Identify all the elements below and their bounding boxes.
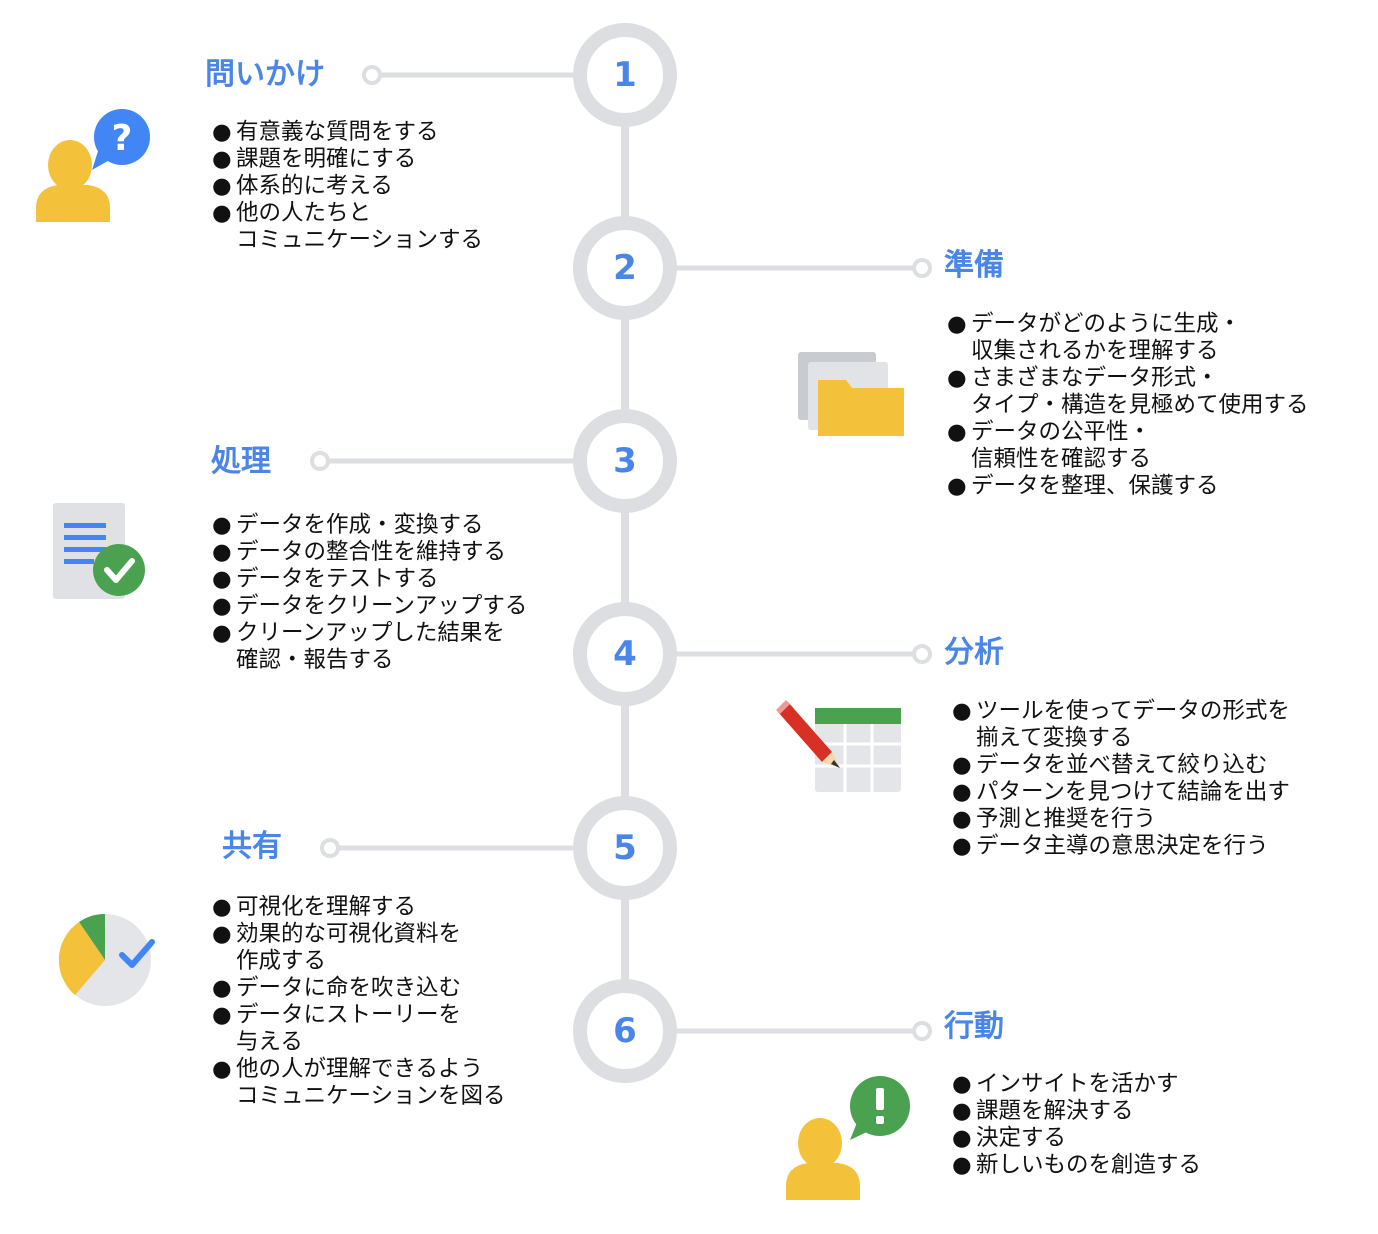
step-number-2: 2: [613, 248, 637, 288]
list-item-continuation: 確認・報告する: [236, 647, 394, 673]
list-item-continuation: コミュニケーションを図る: [236, 1083, 506, 1109]
list-item-text: 他の人が理解できるよう: [236, 1056, 484, 1082]
list-item-continuation: 収集されるかを理解する: [971, 338, 1219, 364]
step-title-3: 処理: [211, 444, 271, 479]
list-item-continuation: タイプ・構造を見極めて使用する: [971, 392, 1309, 418]
list-item: 体系的に考える: [212, 173, 483, 200]
connector-dot-5: [320, 838, 340, 858]
step-title-1: 問いかけ: [205, 57, 325, 92]
list-item: 決定する: [952, 1125, 1201, 1152]
step-items-2: データがどのように生成・収集されるかを理解する さまざまなデータ形式・タイプ・構…: [947, 311, 1309, 500]
list-item-text: データがどのように生成・: [971, 311, 1242, 337]
list-item: データを整理、保護する: [947, 473, 1309, 500]
step-ring-6: [573, 979, 677, 1083]
step-title-6: 行動: [944, 1009, 1004, 1044]
list-item: パターンを見つけて結論を出す: [952, 779, 1290, 806]
step-items-3: データを作成・変換する データの整合性を維持する データをテストする データをク…: [212, 512, 527, 674]
list-item: データに命を吹き込む: [212, 975, 506, 1002]
step-title-5: 共有: [222, 829, 282, 864]
list-item: 課題を明確にする: [212, 146, 483, 173]
connector-dot-2: [912, 258, 932, 278]
document-check-icon: [53, 503, 145, 599]
list-item-text: データの公平性・: [971, 419, 1152, 445]
list-item: データを作成・変換する: [212, 512, 527, 539]
list-item: データ主導の意思決定を行う: [952, 833, 1290, 860]
list-item-text: ツールを使ってデータの形式を: [976, 698, 1290, 724]
list-item: データの整合性を維持する: [212, 539, 527, 566]
step-title-4: 分析: [944, 635, 1004, 670]
connector-dot-4: [912, 644, 932, 664]
list-item-text: データにストーリーを: [236, 1002, 462, 1028]
list-item-text: 他の人たちと: [236, 200, 372, 226]
person-exclamation-icon: [786, 1076, 910, 1200]
list-item: 可視化を理解する: [212, 894, 506, 921]
list-item: 予測と推奨を行う: [952, 806, 1290, 833]
step-ring-5: [573, 796, 677, 900]
step-number-4: 4: [613, 634, 637, 674]
list-item: データをテストする: [212, 566, 527, 593]
list-item: データをクリーンアップする: [212, 593, 527, 620]
step-ring-4: [573, 602, 677, 706]
step-ring-2: [573, 216, 677, 320]
step-items-6: インサイトを活かす 課題を解決する 決定する 新しいものを創造する: [952, 1071, 1201, 1179]
step-number-5: 5: [613, 828, 637, 868]
folders-icon: [798, 352, 904, 436]
list-item-continuation: 揃えて変換する: [976, 725, 1133, 751]
list-item-continuation: 信頼性を確認する: [971, 446, 1152, 472]
list-item: インサイトを活かす: [952, 1071, 1201, 1098]
spreadsheet-pencil-icon: [776, 700, 901, 792]
list-item-continuation: 与える: [236, 1029, 303, 1055]
list-item-text: さまざまなデータ形式・: [971, 365, 1219, 391]
list-item: さまざまなデータ形式・タイプ・構造を見極めて使用する: [947, 365, 1309, 419]
list-item: 新しいものを創造する: [952, 1152, 1201, 1179]
step-number-3: 3: [613, 441, 637, 481]
list-item-continuation: 作成する: [236, 948, 327, 974]
step-items-1: 有意義な質問をする 課題を明確にする 体系的に考える 他の人たちとコミュニケーシ…: [212, 119, 483, 254]
step-ring-3: [573, 409, 677, 513]
connector-dot-1: [362, 65, 382, 85]
pie-chart-check-icon: [58, 913, 155, 1006]
step-number-6: 6: [613, 1011, 637, 1051]
list-item: データがどのように生成・収集されるかを理解する: [947, 311, 1309, 365]
list-item-continuation: コミュニケーションする: [236, 227, 484, 253]
connector-dot-6: [912, 1021, 932, 1041]
list-item-text: クリーンアップした結果を: [236, 620, 505, 646]
connector-dot-3: [310, 451, 330, 471]
list-item: 課題を解決する: [952, 1098, 1201, 1125]
list-item: 有意義な質問をする: [212, 119, 483, 146]
list-item: データの公平性・信頼性を確認する: [947, 419, 1309, 473]
step-title-2: 準備: [944, 248, 1004, 283]
svg-text:?: ?: [112, 118, 133, 159]
person-question-icon: ?: [36, 109, 150, 222]
list-item: データを並べ替えて絞り込む: [952, 752, 1290, 779]
list-item-text: 効果的な可視化資料を: [236, 921, 462, 947]
step-ring-1: [573, 23, 677, 127]
step-number-1: 1: [613, 55, 637, 95]
